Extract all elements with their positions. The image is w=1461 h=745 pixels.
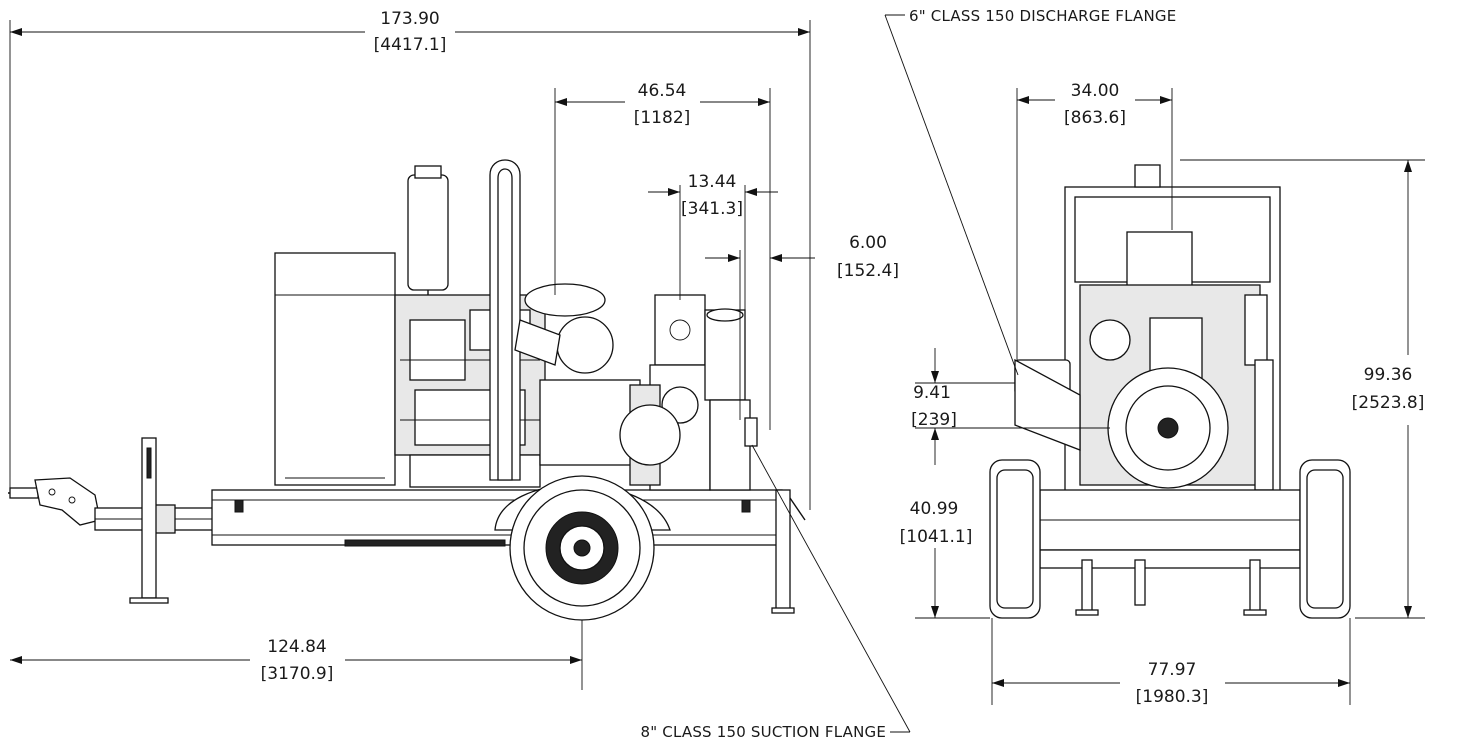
dim-discharge-width-in: 13.44 [688,172,737,192]
dim-rear-offset-mm: [152.4] [837,261,899,281]
dim-pump-offset-in: 46.54 [638,81,687,101]
dim-overall-length-in: 173.90 [380,9,439,29]
dim-axle-position-in: 124.84 [267,637,326,657]
dim-overall-length-mm: [4417.1] [374,35,447,55]
dimension-labels: 173.90 [4417.1] 46.54 [1182] 13.44 [341.… [261,7,1425,741]
front-view [989,164,1351,619]
dim-overall-width-mm: [1980.3] [1136,687,1209,707]
dim-front-discharge-in: 34.00 [1071,81,1120,101]
dim-rear-offset-in: 6.00 [849,233,887,253]
wheel-assembly [494,475,671,621]
tow-hitch [8,477,216,534]
dim-axle-position-mm: [3170.9] [261,664,334,684]
dim-overall-height-in: 99.36 [1364,365,1413,385]
dim-suction-height-in: 40.99 [910,499,959,519]
muffler [407,165,456,306]
jack-stand [129,437,169,604]
trailer-frame [211,489,783,547]
dim-flange-spacing-in: 9.41 [913,383,951,403]
dim-flange-spacing-mm: [239] [911,410,957,430]
dim-suction-height-mm: [1041.1] [900,527,973,547]
dim-overall-height-mm: [2523.8] [1352,393,1425,413]
discharge-flange-label: 6" CLASS 150 DISCHARGE FLANGE [909,7,1176,25]
dim-pump-offset-mm: [1182] [634,108,691,128]
pump-body [539,294,758,491]
dim-overall-width-in: 77.97 [1148,660,1197,680]
suction-flange-label: 8" CLASS 150 SUCTION FLANGE [640,723,886,741]
dimension-lines [9,14,1425,733]
rear-jack [771,489,806,614]
enclosure [274,252,396,486]
lift-bail [489,159,521,481]
side-view [8,159,806,621]
dim-front-discharge-mm: [863.6] [1064,108,1126,128]
dim-discharge-width-mm: [341.3] [681,199,743,219]
air-cleaner [514,283,614,374]
